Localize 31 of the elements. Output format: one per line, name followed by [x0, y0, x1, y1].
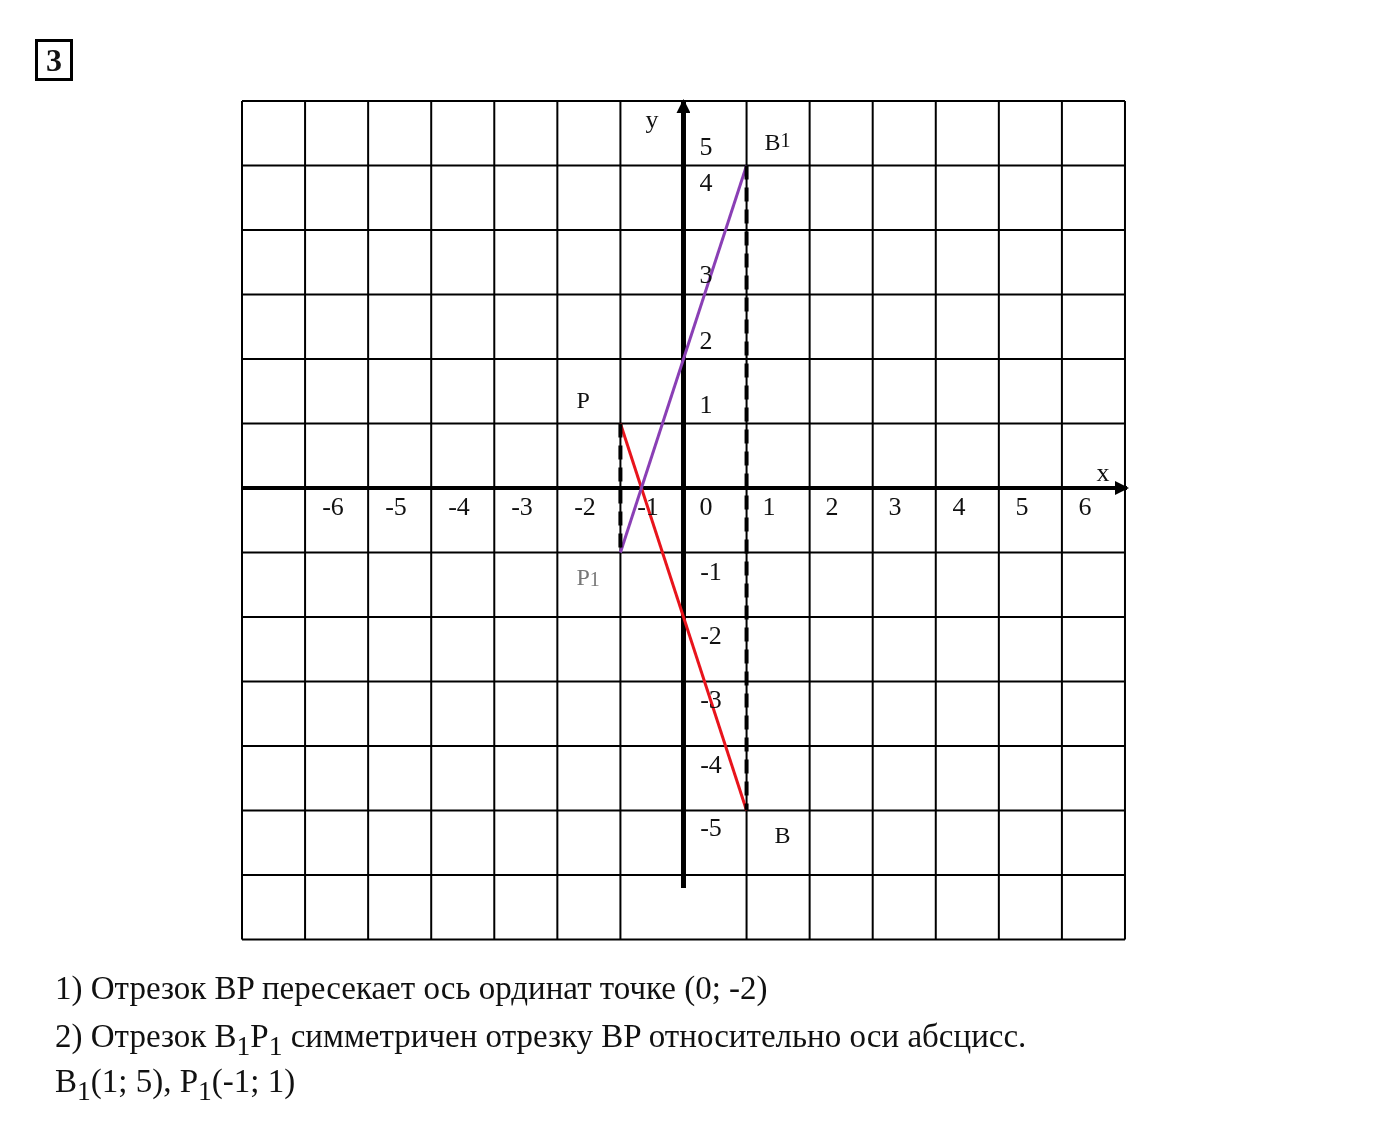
task-number: 3: [35, 39, 73, 81]
tick-label: 1: [699, 392, 713, 418]
tick-label: -3: [511, 494, 533, 520]
point-label: B: [746, 810, 791, 847]
segment-line: [619, 423, 748, 811]
tick-label: 2: [699, 328, 713, 354]
tick-label: 2: [825, 494, 839, 520]
tick-label: -4: [448, 494, 470, 520]
tick-label: -1: [700, 559, 722, 585]
axis-label: y: [645, 107, 659, 133]
tick-label: 6: [1078, 494, 1092, 520]
tick-label: -6: [322, 494, 344, 520]
axis-label: x: [1096, 460, 1110, 486]
tick-label: 5: [1015, 494, 1029, 520]
tick-label: -2: [700, 623, 722, 649]
tick-label: -4: [700, 752, 722, 778]
tick-label: -5: [385, 494, 407, 520]
point-label: P: [576, 387, 621, 424]
answer-text: B$_{1}$(1; 5), P$_{1}$(-1; 1): [55, 1065, 296, 1105]
tick-label: 4: [699, 170, 713, 196]
answer-text: 2) Отрезок B$_{1}$P$_{1}$ симметричен отрезку BP относительно оси абсцисс.: [55, 1020, 1027, 1060]
tick-label: 0: [699, 494, 713, 520]
tick-label: 3: [888, 494, 902, 520]
tick-label: 5: [699, 134, 713, 160]
dashed-line: [744, 165, 749, 811]
tick-label: 4: [952, 494, 966, 520]
answer-text: 1) Отрезок BP пересекает ось ординат точке (0; -2): [55, 972, 768, 1005]
tick-label: 1: [762, 494, 776, 520]
tick-label: -5: [700, 815, 722, 841]
segment-line: [619, 165, 748, 553]
tick-label: -2: [574, 494, 596, 520]
